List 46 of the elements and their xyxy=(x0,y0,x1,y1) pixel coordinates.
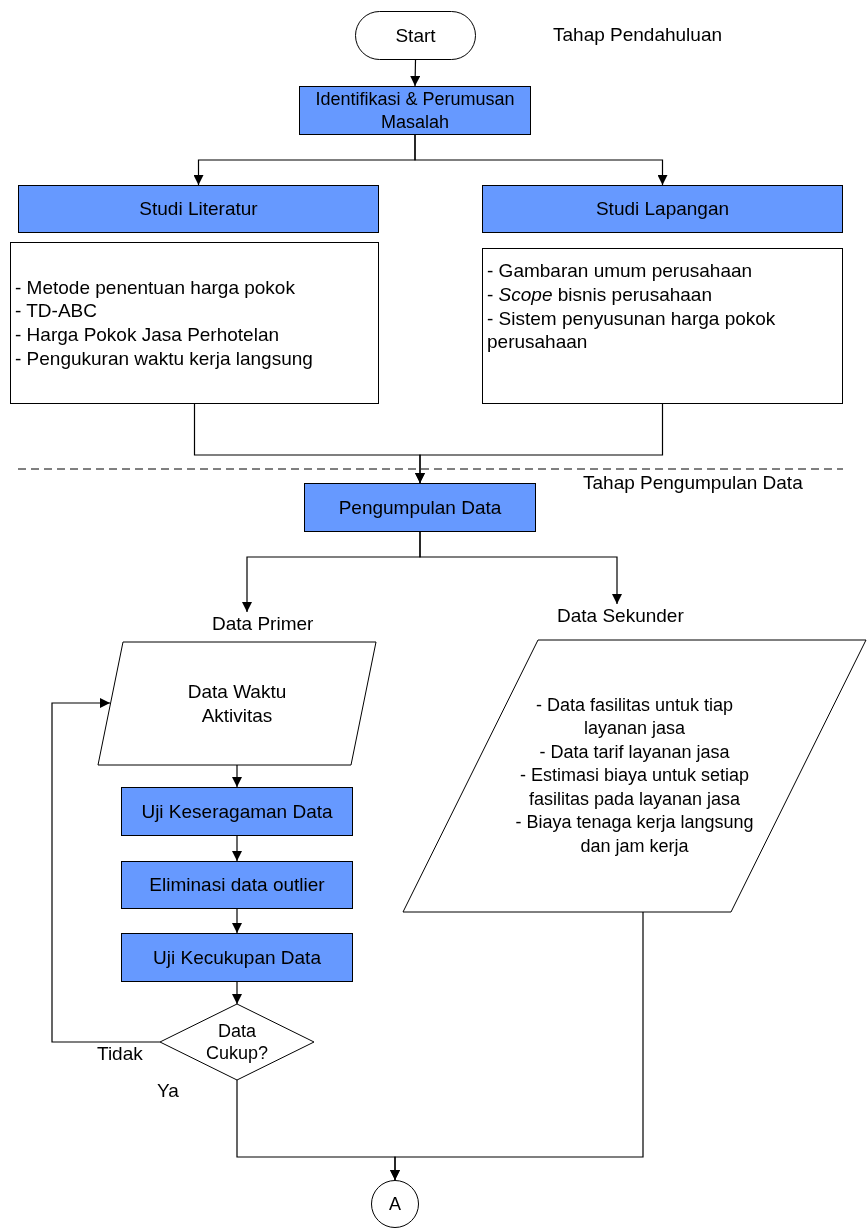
arrow xyxy=(232,835,242,862)
branch-label: Data Sekunder xyxy=(557,604,684,628)
process-box xyxy=(299,86,531,135)
node-text: Data Waktu Aktivitas xyxy=(186,679,288,728)
phase-label: Tahap Pengumpulan Data xyxy=(583,472,803,494)
node-text: Uji Kecukupan Data xyxy=(153,945,321,970)
arrow xyxy=(232,981,242,1005)
list-item: - Scope bisnis perusahaan xyxy=(487,282,713,307)
node-text: Data Cukup? xyxy=(204,1019,269,1065)
process-box xyxy=(482,185,843,233)
list-item: - TD-ABC xyxy=(15,299,98,323)
arrow xyxy=(51,698,161,1043)
arrow xyxy=(232,908,242,934)
list-box xyxy=(10,242,379,404)
list-item: - Pengukuran waktu kerja langsung xyxy=(15,346,314,371)
list-box xyxy=(482,248,843,404)
arrow xyxy=(415,403,664,484)
node-text: Eliminasi data outlier xyxy=(149,873,325,897)
process-box xyxy=(121,861,353,909)
arrow xyxy=(410,59,421,87)
node-text: Start xyxy=(395,23,436,48)
arrow xyxy=(390,911,644,1181)
branch-label: Data Primer xyxy=(212,612,314,636)
process-box xyxy=(18,185,379,233)
arrow xyxy=(419,531,622,605)
node-text: A xyxy=(388,1192,402,1216)
list-item: - Sistem penyusunan harga pokok perusahaan xyxy=(487,306,777,354)
node-text: - Data fasilitas untuk tiap layanan jasa xyxy=(534,693,735,741)
start-terminator xyxy=(355,11,476,60)
process-box xyxy=(121,787,353,836)
node-text: Pengumpulan Data xyxy=(338,495,502,520)
phase-label: Tahap Pendahuluan xyxy=(553,24,723,46)
list-item: - Gambaran umum perusahaan xyxy=(487,259,754,283)
node-text: - Data tarif layanan jasa xyxy=(538,740,731,764)
list-item: - Metode penentuan harga pokok xyxy=(15,275,296,300)
list-item: - Harga Pokok Jasa Perhotelan xyxy=(15,323,281,347)
arrow xyxy=(232,764,242,788)
arrow xyxy=(414,134,668,186)
node-text: Uji Keseragaman Data xyxy=(141,799,333,824)
node-text: - Biaya tenaga kerja langsung dan jam kerja xyxy=(514,811,755,858)
node-text: - Estimasi biaya untuk setiap fasilitas pada layanan jasa xyxy=(518,764,751,811)
process-box xyxy=(304,483,536,532)
process-box xyxy=(121,933,353,982)
node-text: Studi Literatur xyxy=(139,197,258,221)
node-text: Studi Lapangan xyxy=(595,197,730,221)
node-text: Identifikasi & Perumusan Masalah xyxy=(314,88,516,133)
